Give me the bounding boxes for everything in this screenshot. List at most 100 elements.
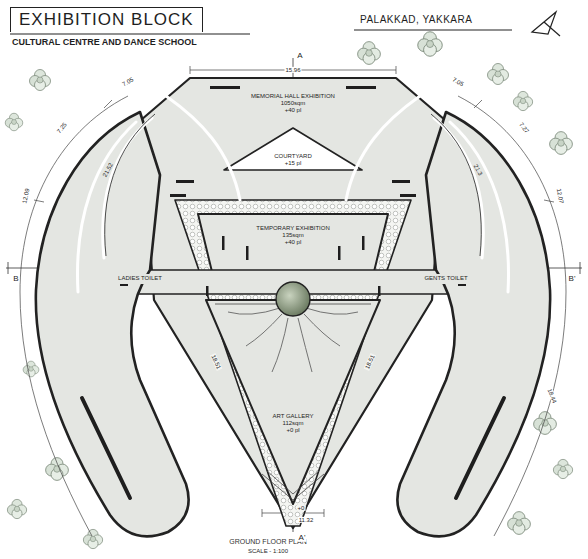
wing-curves xyxy=(77,96,508,292)
room-data: 112sqm xyxy=(271,420,315,427)
room-name: COURTYARD xyxy=(273,153,313,160)
wall-bars xyxy=(378,286,381,296)
gallery-fan xyxy=(272,318,288,372)
wing-curves xyxy=(450,122,509,292)
room-label: TEMPORARY EXHIBITION135sqm+40 pl xyxy=(253,224,333,248)
header-lines xyxy=(10,30,512,34)
trees xyxy=(418,32,443,57)
wing-curves xyxy=(346,96,420,200)
building xyxy=(206,300,380,504)
room-data: +40 pl xyxy=(250,107,336,114)
room-data: +0 pl xyxy=(271,427,315,434)
trees xyxy=(550,132,573,155)
trees xyxy=(513,91,532,110)
building xyxy=(36,112,189,536)
slot xyxy=(82,398,504,498)
wing-edges xyxy=(105,114,155,256)
room-name: MEMORIAL HALL EXHIBITION xyxy=(250,93,336,100)
slot xyxy=(456,398,504,498)
room-name: TEMPORARY EXHIBITION xyxy=(255,225,331,232)
trees xyxy=(30,70,51,91)
wall-bars xyxy=(120,284,128,286)
trees xyxy=(358,42,381,65)
room-name: LADIES TOILET xyxy=(117,275,163,282)
wall-bars xyxy=(120,86,466,296)
dimension-label: A' xyxy=(298,534,307,542)
building xyxy=(141,78,445,528)
header-lines xyxy=(354,29,512,30)
trees xyxy=(508,512,531,535)
trees xyxy=(534,412,557,435)
trees xyxy=(5,32,572,549)
wall-bars xyxy=(362,236,365,250)
trees xyxy=(7,499,26,518)
header-lines xyxy=(10,33,250,34)
dimension-label: 7.05 xyxy=(120,76,135,88)
room-label: LADIES TOILET xyxy=(115,274,165,284)
dimension-label: SCALE - 1:100 xyxy=(247,548,289,554)
dimension-label: 18.44 xyxy=(546,387,558,405)
wing-curves xyxy=(166,96,240,200)
room-data: +40 pl xyxy=(255,239,331,246)
room-label: ART GALLERY112sqm+0 pl xyxy=(269,412,317,436)
north-arrow xyxy=(544,22,560,36)
room-label: GENTS TOILET xyxy=(421,274,471,284)
building xyxy=(397,112,550,536)
dimension-label: 7.05 xyxy=(450,76,465,88)
wing-edges xyxy=(431,114,481,256)
gallery-fan xyxy=(246,314,282,346)
dimension-lines xyxy=(190,66,396,74)
room-label: MEMORIAL HALL EXHIBITION1050sqm+40 pl xyxy=(248,92,338,116)
wing-edges xyxy=(105,114,482,256)
room-name: ART GALLERY xyxy=(271,413,315,420)
water-feature xyxy=(276,282,310,316)
wall-bars xyxy=(170,194,186,197)
gallery-fan xyxy=(228,308,280,314)
dimension-label: A xyxy=(296,52,303,60)
trees xyxy=(23,361,39,377)
dimension-lines xyxy=(20,66,566,536)
gallery-steps xyxy=(215,304,371,500)
subtitle: CULTURAL CENTRE AND DANCE SCHOOL xyxy=(12,38,197,47)
room-data: +15 pl xyxy=(273,160,313,167)
wall-bars xyxy=(176,180,194,183)
wall-bars xyxy=(392,180,410,183)
gallery-steps xyxy=(262,474,324,500)
dimension-label: +0 xyxy=(297,505,306,511)
wall-bars xyxy=(206,286,209,296)
dimension-label: B xyxy=(12,275,19,283)
wall-bars xyxy=(246,246,249,260)
gallery-fan xyxy=(298,318,312,372)
wing-curves xyxy=(77,122,136,292)
building xyxy=(36,78,550,536)
dimension-label: 7.25 xyxy=(55,121,68,136)
wall-bars xyxy=(222,236,225,250)
dimension-label: 15.96 xyxy=(284,67,301,73)
dimension-label: B' xyxy=(568,275,577,283)
dimension-label: 7.27 xyxy=(517,121,530,136)
north-arrow xyxy=(532,12,556,34)
trees xyxy=(488,64,509,85)
wall-bars xyxy=(400,194,416,197)
trees xyxy=(46,458,69,481)
building xyxy=(175,200,411,526)
dimension-label: 11.32 xyxy=(298,517,315,523)
trees xyxy=(553,459,572,478)
north-arrow xyxy=(532,12,560,36)
gallery-fan xyxy=(228,308,358,372)
wall-bars xyxy=(346,86,376,89)
gallery-steps xyxy=(266,470,320,494)
building xyxy=(224,128,362,170)
wall-bars xyxy=(210,86,240,89)
gallery-fan xyxy=(304,314,340,346)
trees xyxy=(83,529,102,548)
room-name: GENTS TOILET xyxy=(423,275,469,282)
slot xyxy=(82,398,130,498)
wall-bars xyxy=(338,246,341,260)
trees xyxy=(5,113,23,131)
room-data: 135sqm xyxy=(255,232,331,239)
caption: GROUND FLOOR PLAN xyxy=(229,538,306,545)
room-data: 1050sqm xyxy=(250,100,336,107)
room-label: COURTYARD+15 pl xyxy=(271,152,315,169)
